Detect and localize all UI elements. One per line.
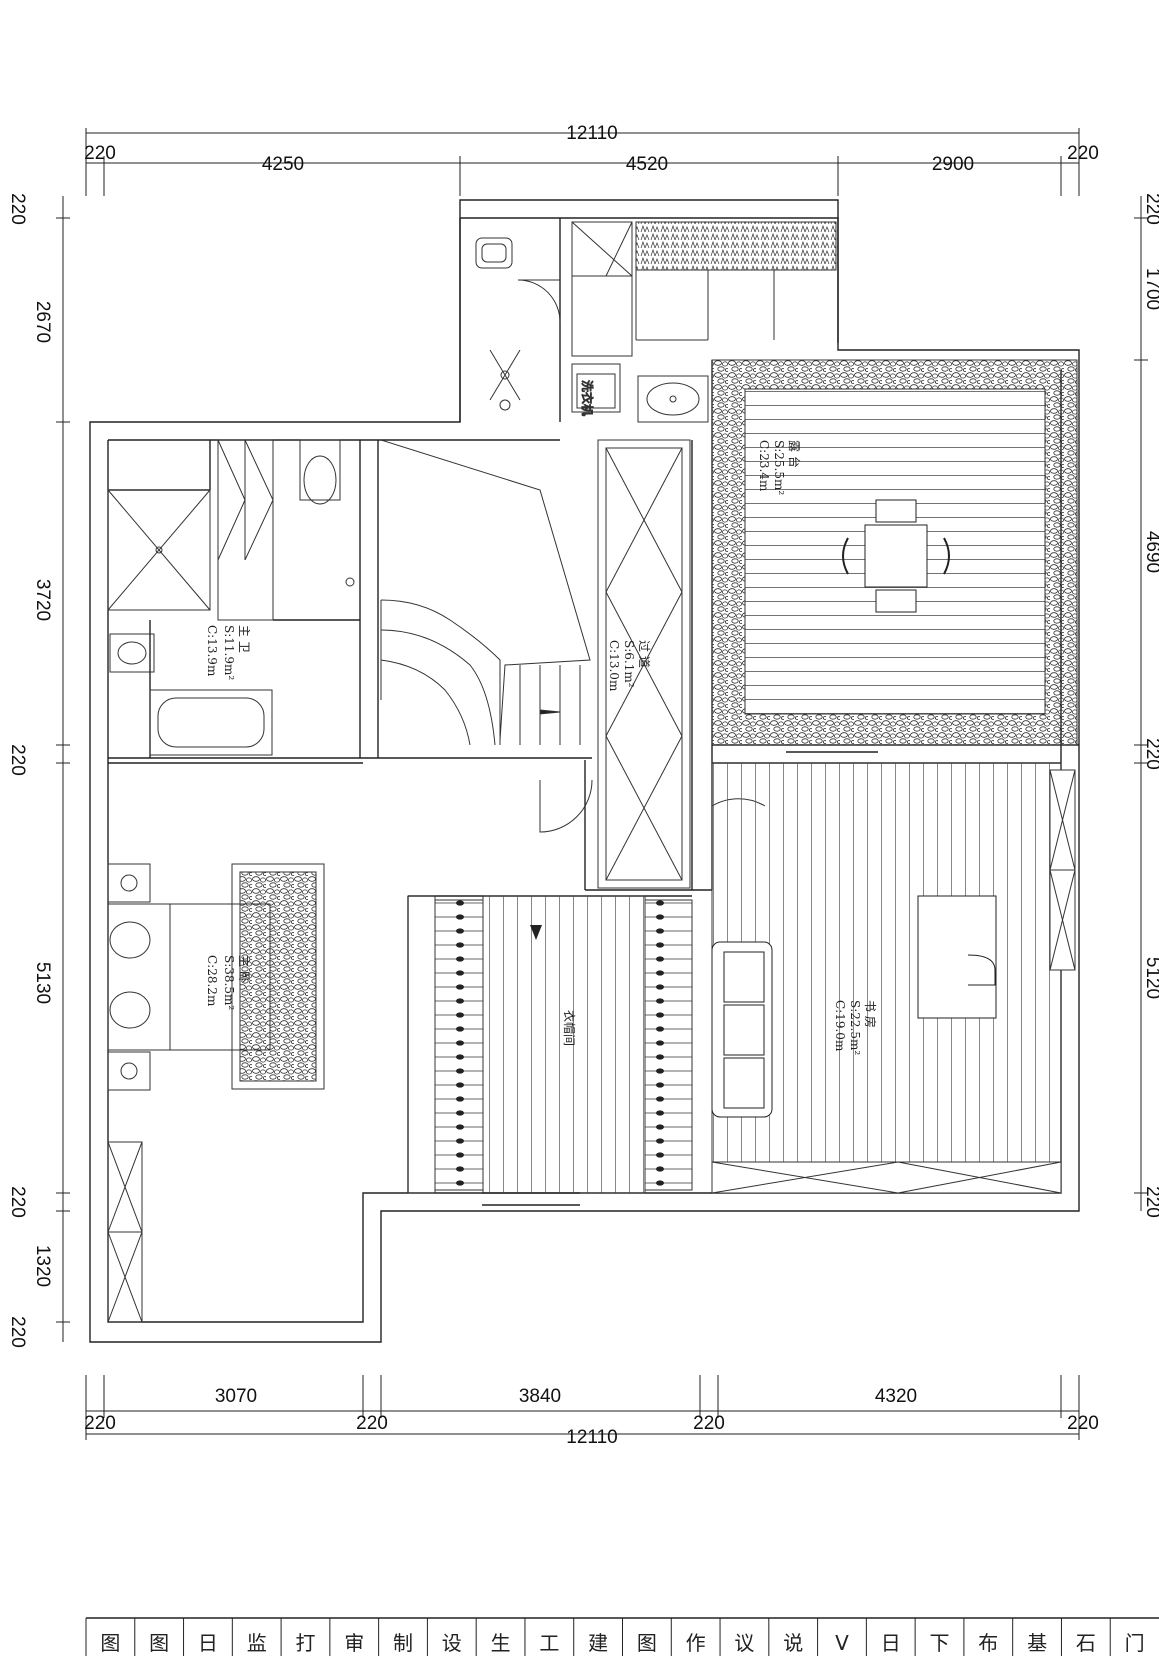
dim-right-5: 5120	[1142, 957, 1159, 999]
dim-right-3: 4690	[1142, 531, 1159, 573]
master-bath-fixtures	[107, 439, 355, 756]
dim-bottom-1: 3070	[215, 1386, 257, 1407]
dim-bottom-2: 3840	[519, 1386, 561, 1407]
title-cell-text: 布	[978, 1631, 998, 1655]
dim-bottom-wall-4: 220	[1067, 1413, 1099, 1434]
dim-left-8: 220	[7, 1316, 28, 1348]
dim-left-2: 2670	[32, 301, 53, 343]
dim-right-2: 1700	[1142, 268, 1159, 310]
cloakroom-name: 衣帽间	[562, 1010, 577, 1046]
title-cell-text: 基	[1027, 1631, 1047, 1655]
master-bedroom-name: 主 卧	[237, 955, 251, 983]
title-cell-text: 生	[491, 1631, 511, 1655]
dim-right-4: 220	[1142, 738, 1159, 770]
dimension-lines	[56, 128, 1148, 1440]
cloakroom	[407, 895, 693, 1194]
master-bedroom-area: S:38.5m²	[222, 955, 236, 1010]
study	[711, 762, 1076, 1194]
title-cell-text: 日	[881, 1631, 901, 1655]
dim-top-4: 2900	[932, 154, 974, 175]
bedroom-cabinets	[107, 1141, 143, 1323]
title-cell-text: 打	[295, 1631, 315, 1655]
title-cell-text: 设	[442, 1631, 462, 1655]
dim-top-total: 12110	[566, 123, 617, 144]
title-cell-text: 日	[198, 1631, 218, 1655]
dim-left-3: 3720	[32, 579, 53, 621]
title-cell-text: 图	[149, 1631, 169, 1655]
dimension-labels: 12110 220 4250 4520 2900 220 3070 3840 4…	[7, 123, 1159, 1448]
dim-right-6: 220	[1142, 1186, 1159, 1218]
dim-top-2: 4250	[262, 154, 304, 175]
title-cell-text: 工	[539, 1631, 559, 1655]
title-cell-text: 监	[247, 1631, 267, 1655]
corridor-name: 过 道	[637, 640, 651, 668]
dim-left-7: 1320	[32, 1245, 53, 1287]
corridor-perimeter: C:13.0m	[607, 640, 621, 692]
terrace-perimeter: C:23.4m	[757, 440, 771, 492]
dim-right-1: 220	[1142, 193, 1159, 225]
terrace-name: 露 台	[787, 440, 802, 468]
spiral-staircase	[380, 439, 591, 746]
title-cell-text: 图	[100, 1631, 120, 1655]
terrace	[711, 359, 1078, 746]
title-cell-text: 制	[393, 1631, 413, 1655]
dim-top-5: 220	[1067, 143, 1099, 164]
master-bath-perimeter: C:13.9m	[205, 625, 219, 677]
master-bedroom-perimeter: C:28.2m	[205, 955, 219, 1007]
title-cell-text: V	[835, 1631, 849, 1655]
corridor-area: S:6.1m²	[622, 640, 636, 688]
title-cell-text: 审	[344, 1631, 364, 1655]
title-cell-text: 作	[686, 1631, 706, 1655]
dim-top-1: 220	[84, 143, 116, 164]
title-cell-text: 石	[1076, 1631, 1096, 1655]
small-bath	[475, 237, 561, 411]
master-bedroom-furniture	[107, 863, 325, 1091]
dim-bottom-wall-1: 220	[84, 1413, 116, 1434]
title-cell-text: 议	[734, 1631, 754, 1655]
study-name: 书 房	[863, 1000, 878, 1028]
laundry-area: 洗衣机	[571, 221, 837, 423]
dim-left-1: 220	[7, 193, 28, 225]
title-cell-text: 建	[588, 1631, 608, 1655]
dim-bottom-3: 4320	[875, 1386, 917, 1407]
terrace-area: S:25.5m²	[772, 440, 786, 495]
dim-bottom-total: 12110	[566, 1427, 617, 1448]
dim-left-5: 5130	[32, 962, 53, 1004]
dim-bottom-wall-2: 220	[356, 1413, 388, 1434]
corridor	[539, 439, 766, 889]
title-cell-text: 图	[637, 1631, 657, 1655]
master-bath-area: S:11.9m²	[222, 625, 236, 680]
master-bath-name: 主 卫	[237, 625, 251, 653]
title-cell-text: 下	[930, 1631, 950, 1655]
dim-bottom-wall-3: 220	[693, 1413, 725, 1434]
dim-left-6: 220	[7, 1186, 28, 1218]
title-cell-text: 门	[1125, 1631, 1145, 1655]
study-perimeter: C:19.0m	[833, 1000, 847, 1052]
study-area: S:22.5m²	[848, 1000, 862, 1055]
title-cell-text: 说	[783, 1631, 803, 1655]
laundry-label: 洗衣机	[580, 380, 595, 416]
dim-top-3: 4520	[626, 154, 668, 175]
dim-left-4: 220	[7, 744, 28, 776]
